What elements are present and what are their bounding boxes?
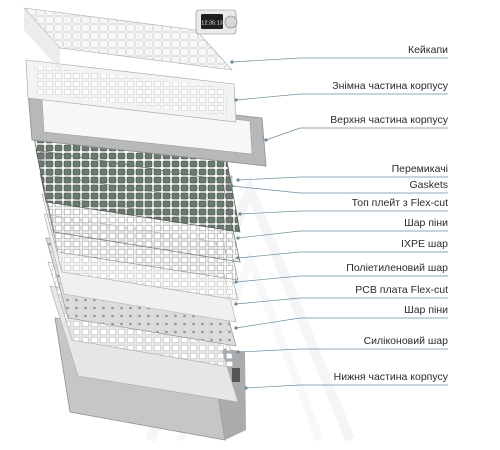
leader-anchor-dot [234, 326, 238, 330]
leader-anchor-dot [236, 256, 240, 260]
leader-line [237, 230, 448, 239]
leader-line [245, 384, 448, 389]
leader-line [235, 93, 448, 101]
display-clock: 12:35:13 [201, 21, 222, 27]
leader-line [231, 185, 448, 194]
leader-line [235, 297, 448, 305]
leader-line [237, 251, 448, 259]
label-flexcut-pcb: PCB плата Flex-cut [355, 284, 448, 296]
label-foam-layer-2: Шар піни [404, 304, 448, 316]
label-top-case: Верхня частина корпусу [330, 114, 448, 126]
display-knob-module: 12:35:13 [195, 9, 238, 35]
leader-line [231, 57, 448, 63]
leader-anchor-dot [238, 212, 242, 216]
leader-lines [230, 57, 448, 390]
layer-removable-case [25, 59, 237, 123]
layer-keycaps [23, 7, 233, 71]
label-foam-layer-1: Шар піни [404, 217, 448, 229]
leader-anchor-dot [230, 60, 234, 64]
leader-anchor-dot [236, 350, 240, 354]
leader-anchor-dot [236, 236, 240, 240]
leader-anchor-dot [244, 386, 248, 390]
leader-line [235, 317, 448, 329]
leader-line [235, 275, 448, 283]
leader-anchor-dot [234, 280, 238, 284]
leader-line [237, 176, 448, 181]
label-removable-case: Знімна частина корпусу [332, 80, 448, 92]
label-keycaps: Кейкапи [407, 44, 448, 56]
leader-anchor-dot [234, 302, 238, 306]
leader-line [239, 210, 448, 215]
leader-anchor-dot [234, 98, 238, 102]
leader-anchor-dot [230, 184, 234, 188]
label-silicone-layer: Силіконовий шар [363, 335, 448, 347]
leader-anchor-dot [236, 178, 240, 182]
label-gaskets: Gaskets [409, 179, 448, 191]
leader-anchor-dot [264, 138, 268, 142]
label-bottom-case: Нижня частина корпусу [333, 371, 448, 383]
leader-line [237, 348, 448, 353]
label-polyethylene-layer: Поліетиленовий шар [346, 262, 448, 274]
label-ixpe-layer: IXPE шар [401, 238, 448, 250]
label-flexcut-plate: Топ плейт з Flex-cut [351, 197, 448, 209]
label-switches: Перемикачі [391, 163, 448, 175]
leader-line [265, 127, 448, 141]
